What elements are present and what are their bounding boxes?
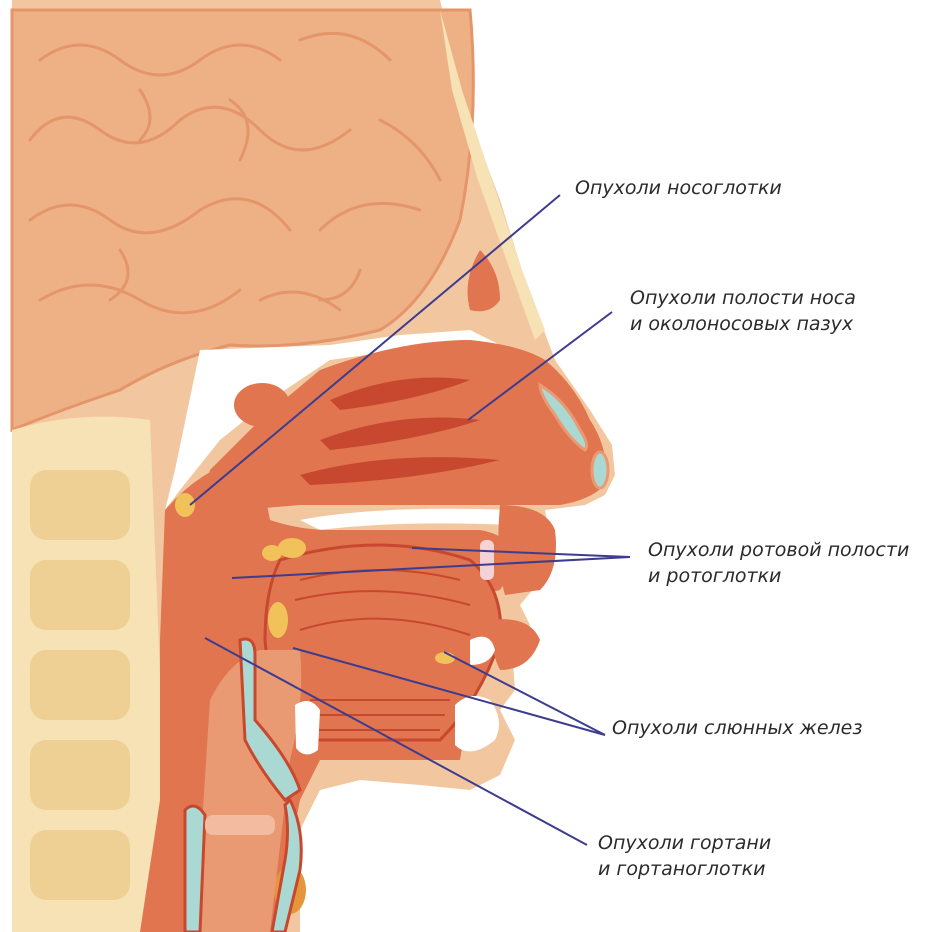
label-oral-line2: и ротоглотки (648, 563, 909, 589)
vocal-folds (205, 815, 275, 835)
label-oral-line1: Опухоли ротовой полости (648, 537, 909, 563)
label-oral: Опухоли ротовой полости и ротоглотки (648, 537, 909, 589)
vertebrae (30, 470, 130, 900)
label-larynx-line1: Опухоли гортани (598, 830, 771, 856)
lower-lip (490, 619, 540, 670)
upper-lip (498, 505, 556, 595)
hyoid (295, 701, 320, 755)
label-nasal: Опухоли полости носа и околоносовых пазу… (630, 285, 856, 337)
label-salivary-text: Опухоли слюнных желез (612, 715, 862, 741)
label-nasopharynx: Опухоли носоглотки (575, 175, 782, 201)
label-nasopharynx-text: Опухоли носоглотки (575, 175, 782, 201)
alar-cartilage (592, 452, 608, 488)
label-salivary: Опухоли слюнных желез (612, 715, 862, 741)
label-larynx: Опухоли гортани и гортаноглотки (598, 830, 771, 882)
cricoid-cartilage (185, 806, 205, 932)
label-larynx-line2: и гортаноглотки (598, 856, 771, 882)
label-nasal-line2: и околоносовых пазух (630, 311, 856, 337)
label-nasal-line1: Опухоли полости носа (630, 285, 856, 311)
upper-teeth (480, 540, 494, 580)
